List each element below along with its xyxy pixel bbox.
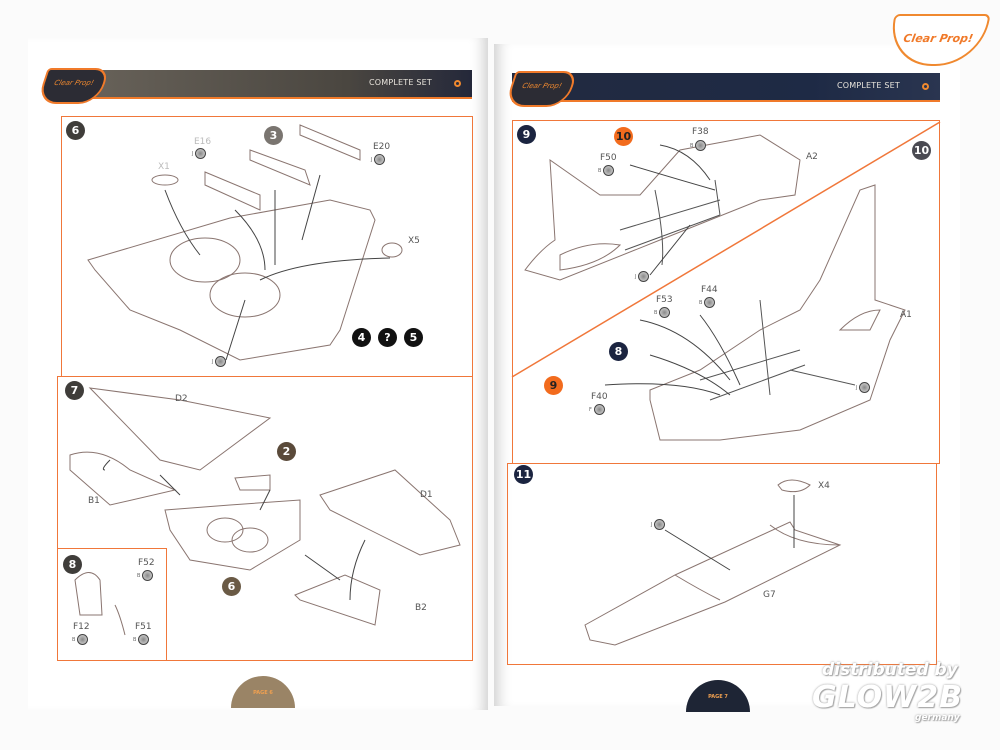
part-label-a1: A1 bbox=[900, 310, 912, 320]
paint-callout: B bbox=[598, 165, 615, 176]
paint-callout: J bbox=[212, 356, 227, 367]
ref-step5-badge: 5 bbox=[404, 328, 423, 347]
watermark-logo: GLOW2B bbox=[812, 680, 964, 715]
paint-callout: J bbox=[651, 519, 666, 530]
paint-icon bbox=[593, 404, 605, 415]
part-label-f53: F53 bbox=[656, 295, 673, 305]
part-label-b2: B2 bbox=[415, 603, 427, 613]
step7-badge: 7 bbox=[65, 381, 84, 400]
paint-icon bbox=[859, 382, 871, 393]
paint-icon bbox=[638, 271, 650, 282]
header-title: COMPLETE SET bbox=[836, 81, 900, 90]
paint-icon bbox=[374, 154, 386, 165]
paint-icon bbox=[195, 148, 207, 159]
paint-icon bbox=[654, 519, 666, 530]
right-page bbox=[494, 44, 960, 706]
paint-callout: B bbox=[699, 297, 716, 308]
ref-step2-badge: 2 bbox=[277, 442, 296, 461]
step9-badge: 9 bbox=[517, 125, 536, 144]
paint-icon bbox=[704, 297, 716, 308]
part-label-d1: D1 bbox=[420, 490, 433, 500]
ref-step6-badge: 6 bbox=[222, 577, 241, 596]
ref-step-unknown-badge: ? bbox=[378, 328, 397, 347]
part-label-f50: F50 bbox=[600, 153, 617, 163]
step11-panel bbox=[507, 463, 937, 665]
part-label-d2: D2 bbox=[175, 394, 188, 404]
watermark-line3: germany bbox=[915, 713, 960, 723]
paint-callout: J bbox=[192, 148, 207, 159]
header-title: COMPLETE SET bbox=[368, 78, 432, 87]
part-label-e20: E20 bbox=[373, 142, 391, 152]
paint-callout: B bbox=[137, 570, 154, 581]
step8-badge: 8 bbox=[63, 555, 82, 574]
paint-callout: B bbox=[690, 140, 707, 151]
paint-icon bbox=[695, 140, 707, 151]
paint-callout: B bbox=[654, 307, 671, 318]
part-label-g7: G7 bbox=[763, 590, 776, 600]
part-label-f38: F38 bbox=[692, 127, 709, 137]
ref-step3-badge: 3 bbox=[264, 126, 283, 145]
paint-callout: B bbox=[72, 634, 89, 645]
paint-icon bbox=[138, 634, 150, 645]
left-header-band: COMPLETE SET bbox=[58, 70, 472, 99]
paint-icon bbox=[215, 356, 227, 367]
header-dot-icon bbox=[454, 80, 461, 87]
watermark-line1: distributed by bbox=[822, 660, 958, 680]
paint-icon bbox=[603, 165, 615, 176]
paint-icon bbox=[142, 570, 154, 581]
header-dot-icon bbox=[922, 83, 929, 90]
paint-callout: F bbox=[589, 404, 605, 415]
step-divider bbox=[511, 121, 941, 378]
part-label-x5: X5 bbox=[408, 236, 420, 246]
ref-step9-badge: 9 bbox=[544, 376, 563, 395]
left-page bbox=[28, 38, 488, 710]
part-label-f44: F44 bbox=[701, 285, 718, 295]
step7-panel bbox=[57, 376, 473, 661]
part-label-f52: F52 bbox=[138, 558, 155, 568]
paint-callout: J bbox=[371, 154, 386, 165]
step11-badge: 11 bbox=[514, 465, 533, 484]
step10-badge: 10 bbox=[912, 141, 931, 160]
paint-callout: J bbox=[856, 382, 871, 393]
step8-panel bbox=[57, 548, 167, 661]
ref-step4-badge: 4 bbox=[352, 328, 371, 347]
page-number: PAGE 6 bbox=[253, 690, 273, 696]
ref-step8-badge: 8 bbox=[609, 342, 628, 361]
paint-callout: J bbox=[635, 271, 650, 282]
paint-icon bbox=[77, 634, 89, 645]
paint-callout: B bbox=[133, 634, 150, 645]
step6-badge: 6 bbox=[66, 121, 85, 140]
ref-step10-badge: 10 bbox=[614, 127, 633, 146]
page-number: PAGE 7 bbox=[708, 694, 728, 700]
part-label-a2: A2 bbox=[806, 152, 818, 162]
right-header-band: COMPLETE SET bbox=[512, 73, 940, 102]
part-label-x4: X4 bbox=[818, 481, 830, 491]
part-label-b1: B1 bbox=[88, 496, 100, 506]
part-label-x1: X1 bbox=[158, 162, 170, 172]
part-label-e16: E16 bbox=[194, 137, 212, 147]
part-label-f51: F51 bbox=[135, 622, 152, 632]
part-label-f12: F12 bbox=[73, 622, 90, 632]
part-label-f40: F40 bbox=[591, 392, 608, 402]
paint-icon bbox=[659, 307, 671, 318]
